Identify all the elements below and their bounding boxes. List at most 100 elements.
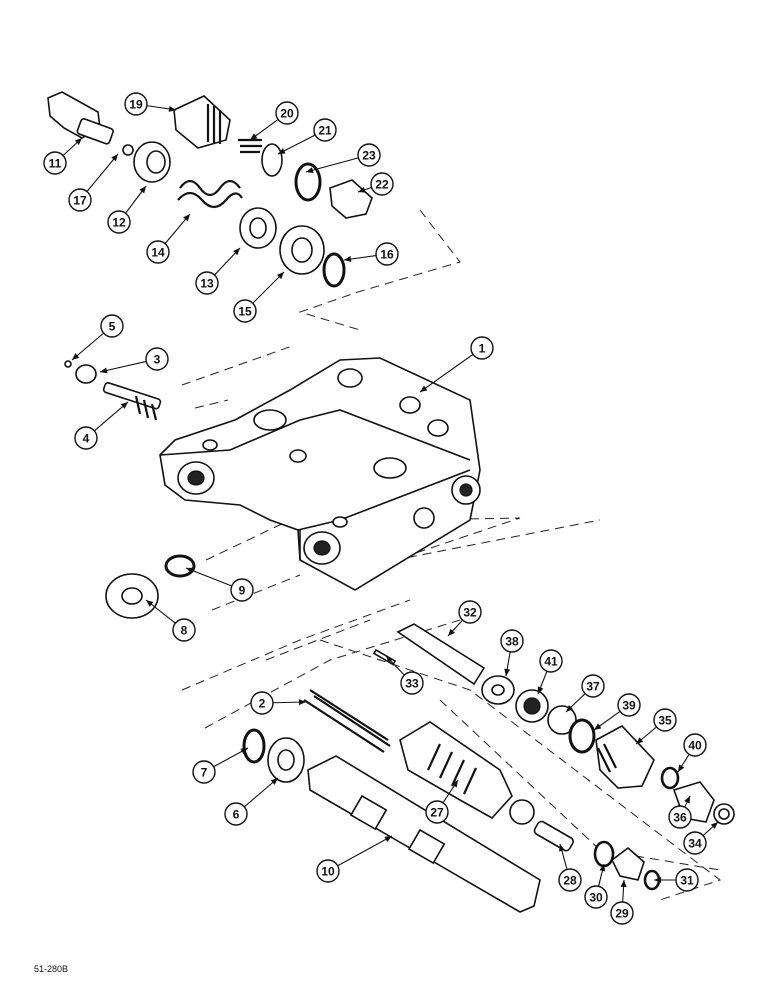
- callout-circle: [43, 151, 67, 175]
- leader-arrowhead: [504, 668, 511, 676]
- leader-arrowhead: [111, 154, 118, 162]
- callout-7: 7: [192, 747, 249, 784]
- callout-number: 35: [658, 714, 672, 728]
- callout-circle: [500, 629, 524, 653]
- callout-number: 5: [109, 320, 116, 334]
- callout-circle: [610, 901, 634, 925]
- callout-21: 21: [277, 118, 337, 155]
- callout-13: 13: [195, 247, 241, 295]
- leader-arrowhead: [139, 186, 146, 194]
- callout-circle: [584, 885, 608, 909]
- callout-number: 2: [259, 697, 266, 711]
- callout-circle: [145, 347, 169, 371]
- leader-arrowhead: [278, 148, 286, 154]
- leader-arrowhead: [344, 256, 352, 263]
- leader-arrowhead: [186, 567, 194, 574]
- callout-31: 31: [654, 868, 699, 892]
- callout-8: 8: [145, 599, 196, 642]
- leader-arrowhead: [451, 780, 458, 788]
- callout-36: 36: [668, 795, 692, 829]
- leader-arrowhead: [146, 600, 154, 607]
- callout-38: 38: [500, 629, 524, 677]
- callout-circle: [370, 172, 394, 196]
- callout-circle: [68, 188, 92, 212]
- callout-circle: [558, 868, 582, 892]
- leader-arrowhead: [448, 628, 455, 636]
- callout-number: 7: [201, 766, 208, 780]
- leader-arrowhead: [654, 877, 661, 883]
- callout-number: 11: [49, 157, 62, 171]
- callout-number: 22: [375, 178, 389, 192]
- callout-number: 30: [589, 891, 603, 905]
- callout-1: 1: [419, 336, 494, 393]
- callout-circle: [357, 143, 381, 167]
- leader-arrowhead: [566, 704, 574, 712]
- callout-28: 28: [558, 843, 582, 892]
- callout-30: 30: [584, 863, 608, 909]
- callout-circle: [172, 618, 196, 642]
- callout-number: 16: [380, 248, 394, 262]
- callout-circle: [683, 733, 707, 757]
- leader-arrowhead: [74, 138, 82, 145]
- callout-circle: [100, 314, 124, 338]
- leader-arrowhead: [276, 272, 284, 280]
- callout-number: 21: [318, 124, 332, 138]
- callout-number: 36: [673, 811, 687, 825]
- callout-circle: [313, 118, 337, 142]
- callout-group: 1234567891011121314151617192021222327282…: [43, 92, 719, 925]
- callout-number: 29: [615, 907, 629, 921]
- leader-arrowhead: [250, 133, 258, 140]
- callout-circle: [400, 671, 424, 695]
- callout-16: 16: [343, 242, 399, 266]
- callout-number: 38: [505, 635, 519, 649]
- callout-circle: [375, 242, 399, 266]
- callout-circle: [275, 101, 299, 125]
- leader-line: [243, 777, 279, 808]
- callout-number: 28: [563, 874, 577, 888]
- leader-arrowhead: [306, 167, 314, 174]
- callout-4: 4: [74, 401, 129, 450]
- leader-arrowhead: [594, 723, 602, 730]
- leader-line: [305, 157, 359, 173]
- valve-body: [159, 357, 481, 591]
- callout-circle: [74, 426, 98, 450]
- callout-number: 32: [463, 606, 477, 620]
- callout-number: 41: [544, 655, 558, 669]
- leader-arrowhead: [386, 656, 394, 664]
- callout-circle: [230, 578, 254, 602]
- callout-number: 39: [622, 699, 636, 713]
- leader-arrowhead: [233, 248, 240, 256]
- leader-arrowhead: [599, 864, 606, 872]
- relief-valve-parts: [47, 91, 373, 288]
- callout-circle: [425, 800, 449, 824]
- leader-arrowhead: [120, 402, 128, 409]
- callout-12: 12: [107, 185, 147, 234]
- leader-arrowhead: [183, 214, 190, 222]
- callout-number: 33: [405, 677, 419, 691]
- callout-number: 1: [479, 342, 486, 356]
- callout-number: 27: [430, 806, 444, 820]
- callout-circle: [195, 271, 219, 295]
- callout-5: 5: [71, 314, 124, 361]
- callout-14: 14: [146, 213, 191, 264]
- spool-assembly-parts: [242, 689, 661, 913]
- callout-circle: [192, 760, 216, 784]
- callout-6: 6: [224, 777, 279, 826]
- callout-11: 11: [43, 137, 83, 175]
- leader-line: [252, 271, 285, 304]
- callout-circle: [224, 802, 248, 826]
- leader-arrowhead: [537, 686, 544, 694]
- callout-circle: [668, 805, 692, 829]
- leader-line: [337, 835, 393, 867]
- callout-circle: [124, 92, 148, 116]
- callout-number: 40: [688, 739, 702, 753]
- callout-9: 9: [185, 567, 254, 602]
- callout-number: 9: [239, 584, 246, 598]
- callout-41: 41: [537, 649, 563, 695]
- leader-arrowhead: [168, 105, 176, 112]
- callout-number: 15: [238, 305, 252, 319]
- callout-34: 34: [683, 821, 719, 855]
- leader-arrowhead: [384, 836, 392, 842]
- callout-circle: [250, 691, 274, 715]
- callout-number: 31: [680, 874, 694, 888]
